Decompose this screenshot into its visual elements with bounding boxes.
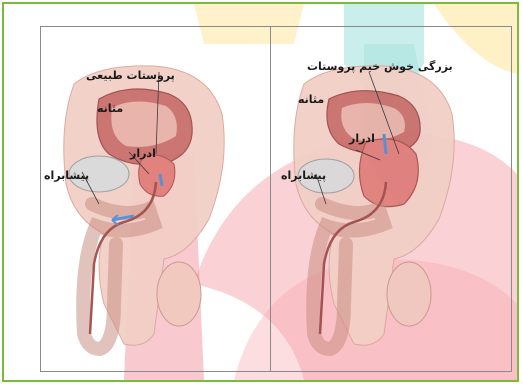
right-anatomy: [294, 66, 454, 349]
label-bladder-right: مثانه: [298, 94, 324, 105]
label-urethra-left: پیشابراه: [44, 170, 89, 181]
label-urine-left: ادرار: [130, 148, 156, 159]
figure-frame: پروستات طبیعی مثانه ادرار پیشابراه بزرگی…: [2, 2, 519, 382]
label-bph: بزرگی خوش خیم پروستات: [307, 61, 453, 72]
label-urine-right: ادرار: [349, 133, 375, 144]
label-urethra-right: پیشابراه: [281, 170, 326, 181]
label-bladder-left: مثانه: [97, 103, 123, 114]
left-anatomy: [64, 66, 224, 349]
label-normal-prostate: پروستات طبیعی: [86, 70, 175, 81]
